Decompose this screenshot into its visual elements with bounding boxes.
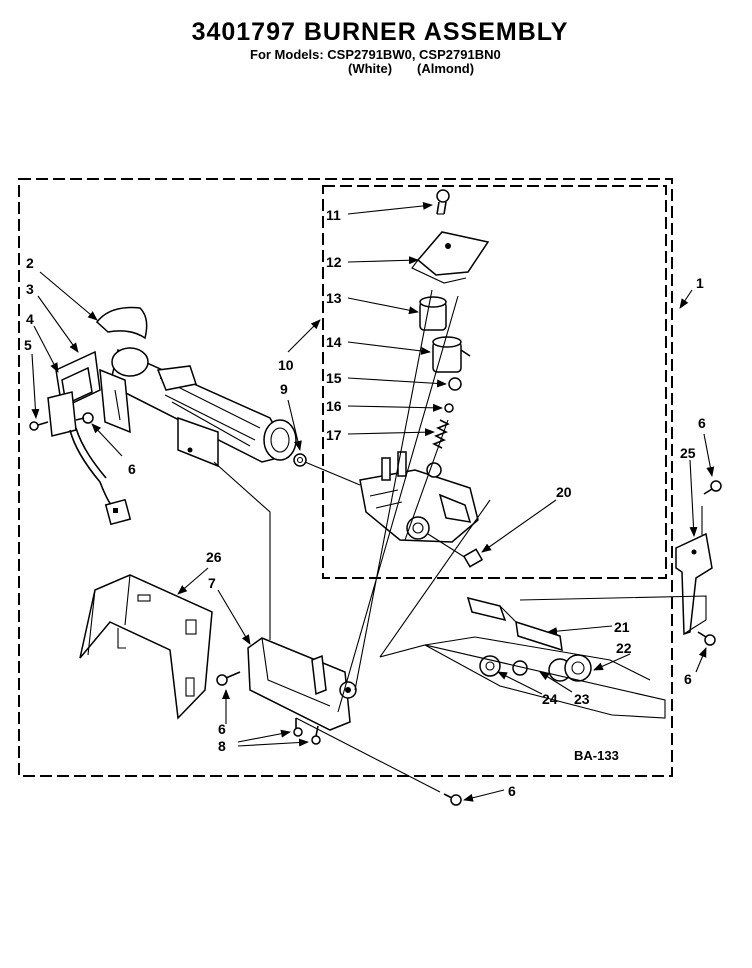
valve-parts-15-17 [432, 377, 462, 449]
callout-1: 1 [696, 275, 704, 291]
callout-12: 12 [326, 254, 342, 270]
fitting-group-outline [379, 636, 666, 719]
callout-8: 8 [218, 738, 226, 754]
callout-21: 21 [614, 619, 630, 635]
callout-4: 4 [26, 311, 34, 327]
callout-6-bracket: 6 [218, 721, 226, 737]
bracket-25-leader [519, 595, 707, 635]
callout-24: 24 [542, 691, 558, 707]
callout-25: 25 [680, 445, 696, 461]
burner-axis-line [304, 461, 361, 486]
screw-6-bottom-leader [295, 717, 441, 793]
igniter-bracket [47, 350, 131, 437]
color-almond-label: (Almond) [417, 61, 475, 76]
callout-7: 7 [208, 575, 216, 591]
nut-24 [479, 655, 501, 677]
callout-17: 17 [326, 427, 342, 443]
callout-6-right-top: 6 [698, 415, 706, 431]
callout-10: 10 [278, 357, 294, 373]
orifice-20 [462, 548, 484, 568]
valve-coil-13 [419, 296, 447, 331]
assembly-frame [18, 178, 673, 777]
screw-5 [29, 421, 49, 431]
callout-6-bottom: 6 [508, 783, 516, 799]
callout-14: 14 [326, 334, 342, 350]
fitting-leader-lines [379, 499, 613, 716]
nut-9 [293, 453, 307, 467]
color-white-label: (White) [348, 61, 393, 76]
callout-20: 20 [556, 484, 572, 500]
screw-6-bracket [216, 671, 241, 686]
valve-guide-lines [337, 289, 459, 713]
callout-6-right-bottom: 6 [684, 671, 692, 687]
callout-16: 16 [326, 398, 342, 414]
callout-2: 2 [26, 255, 34, 271]
page-title: 3401797 BURNER ASSEMBLY [191, 18, 569, 46]
bracket-25 [675, 506, 713, 636]
callout-23: 23 [574, 691, 590, 707]
callout-arrows [31, 201, 715, 802]
valve-group-frame [322, 185, 667, 579]
callout-5: 5 [24, 337, 32, 353]
burner-bracket [79, 574, 213, 720]
mounting-plate [247, 637, 357, 731]
models-line: For Models: CSP2791BW0, CSP2791BN0 [250, 47, 501, 62]
callout-3: 3 [26, 281, 34, 297]
valve-coil-14 [432, 336, 471, 373]
diagram-code: BA-133 [574, 748, 619, 763]
flame-sensor [177, 416, 271, 640]
gas-valve [359, 451, 479, 559]
screw-8-upper [293, 718, 303, 737]
igniter-wire-harness [69, 427, 132, 526]
tube-21 [466, 596, 563, 652]
screw-6-right-top [703, 480, 722, 495]
screw-6-left [75, 412, 94, 424]
callout-15: 15 [326, 370, 342, 386]
screw-11 [436, 189, 450, 215]
burner-tube [95, 306, 297, 463]
callout-26: 26 [206, 549, 222, 565]
callout-22: 22 [616, 640, 632, 656]
screw-6-bottom [443, 793, 462, 806]
callout-11: 11 [326, 207, 341, 223]
callout-6-left: 6 [128, 461, 136, 477]
callout-9: 9 [280, 381, 288, 397]
callout-13: 13 [326, 290, 342, 306]
valve-bracket-12 [411, 231, 490, 284]
screw-8-lower [311, 725, 321, 745]
screw-6-right-bottom [697, 631, 716, 646]
